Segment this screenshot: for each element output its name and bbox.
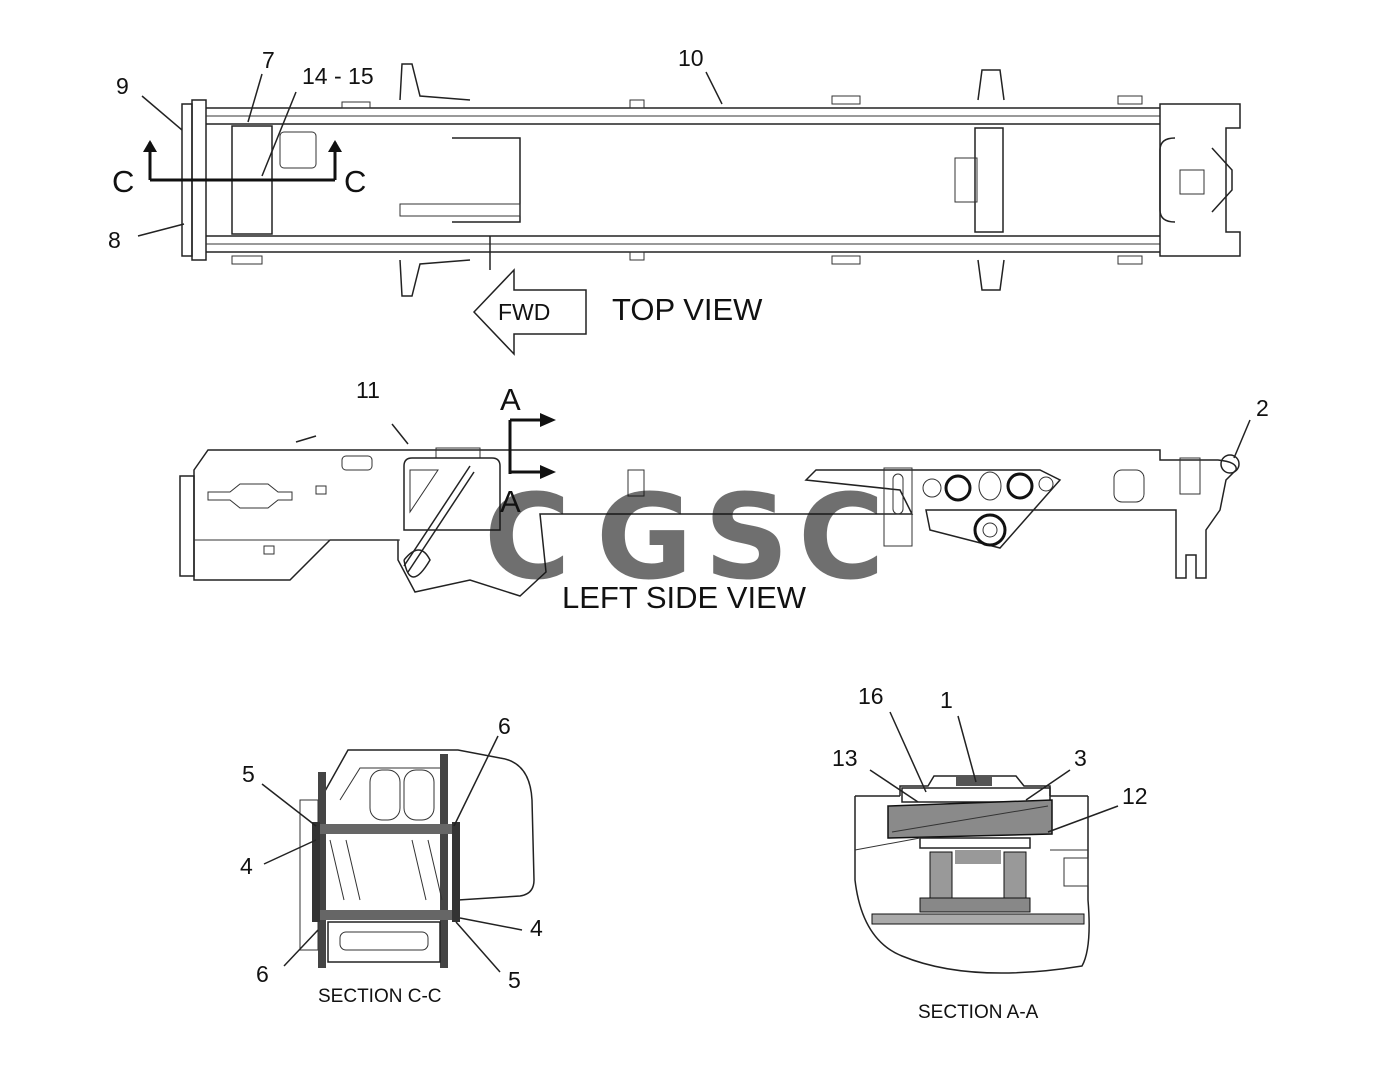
callout-7: 7 [262, 47, 275, 73]
callout-6-upper: 6 [498, 713, 511, 739]
callout-10: 10 [678, 45, 704, 71]
watermark-letter-4: C [798, 468, 885, 606]
left-side-view-frame [179, 413, 1251, 597]
callout-6-lower: 6 [256, 961, 269, 987]
section-cc-drawing [261, 735, 535, 973]
callout-16: 16 [858, 683, 884, 709]
callout-5-upper: 5 [242, 761, 255, 787]
callout-4-right: 4 [530, 915, 543, 941]
callout-14-15: 14 - 15 [302, 63, 374, 89]
forward-arrow [472, 268, 587, 356]
callout-11: 11 [356, 377, 380, 403]
callout-3: 3 [1074, 745, 1087, 771]
watermark-letter-3: S [704, 468, 789, 606]
section-cc-title: SECTION C-C [318, 986, 442, 1007]
callout-12: 12 [1122, 783, 1148, 809]
section-aa-drawing [854, 711, 1119, 974]
callout-4-left: 4 [240, 853, 253, 879]
top-view-frame [137, 63, 1241, 297]
left-side-view-title: LEFT SIDE VIEW [562, 580, 807, 615]
fwd-label: FWD [498, 299, 550, 325]
watermark-letter-2: G [596, 468, 693, 606]
watermark: C G S C [484, 468, 885, 606]
callout-9: 9 [116, 73, 129, 99]
section-aa-title: SECTION A-A [918, 1002, 1039, 1023]
watermark-letter-1: C [484, 468, 571, 606]
section-marker-a-top: A [500, 382, 521, 417]
top-view-title: TOP VIEW [612, 292, 763, 327]
callout-8: 8 [108, 227, 121, 253]
callout-13: 13 [832, 745, 858, 771]
section-marker-c-left: C [112, 164, 134, 199]
section-marker-c-right: C [344, 164, 366, 199]
callout-2: 2 [1256, 395, 1269, 421]
callout-5-lower: 5 [508, 967, 521, 993]
section-marker-a-bottom: A [500, 484, 521, 519]
callout-1: 1 [940, 687, 953, 713]
